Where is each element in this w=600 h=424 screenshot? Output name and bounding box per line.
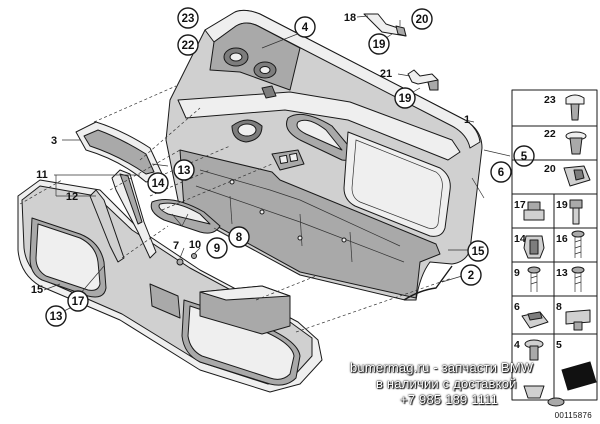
callout-2: 2: [460, 264, 482, 286]
callout-6: 6: [490, 161, 512, 183]
vertical-trim-strips: [89, 169, 157, 263]
callout-22: 22: [177, 34, 199, 56]
callout-9: 9: [206, 237, 228, 259]
callout-13b-label: 13: [50, 311, 63, 323]
callout-8: 8: [228, 226, 250, 248]
callout-13a-label: 13: [178, 165, 191, 177]
callout-19b-label: 19: [399, 93, 412, 105]
callout-10-label: 10: [189, 239, 201, 251]
clip-21: [407, 69, 439, 91]
grid-label-9: 9: [514, 267, 520, 279]
callout-12-label: 12: [66, 191, 78, 203]
door-inner-panel: [165, 9, 483, 301]
callout-15a-label: 15: [472, 246, 485, 258]
grid-label-22: 22: [544, 128, 556, 140]
diagram-number: 00115876: [554, 411, 592, 420]
grid-label-13: 13: [556, 267, 568, 279]
callout-4: 4: [294, 16, 316, 38]
callout-18-label: 18: [344, 12, 356, 24]
callout-5-label: 5: [521, 151, 528, 163]
grid-label-16: 16: [556, 233, 568, 245]
callout-15a: 15: [467, 240, 489, 262]
callout-19a: 19: [368, 33, 390, 55]
grid-label-14: 14: [514, 233, 526, 245]
callout-2-label: 2: [468, 270, 474, 282]
fastener-parts-grid: 23 22 20 17 19 14 16 9 13 6 8: [511, 89, 598, 407]
callout-8-label: 8: [236, 232, 243, 244]
callout-4-label: 4: [302, 22, 309, 34]
callout-23-label: 23: [182, 13, 195, 25]
callout-17-label: 17: [72, 296, 85, 308]
grid-label-20: 20: [544, 163, 556, 175]
grid-label-8: 8: [556, 301, 562, 313]
grid-label-17: 17: [514, 199, 526, 211]
lower-trim-panel: [17, 179, 323, 393]
grid-label-23: 23: [544, 94, 556, 106]
callout-20-label: 20: [416, 14, 429, 26]
watermark-line-1: bumermag.ru - запчасти BMW: [350, 360, 534, 375]
watermark-line-2: в наличии с доставкой: [376, 376, 517, 391]
watermark-line-3: +7 985 189 1111: [400, 392, 499, 407]
callout-14: 14: [147, 172, 169, 194]
callout-15b-label: 15: [31, 284, 43, 296]
callout-11-label: 11: [36, 169, 48, 181]
callout-21-label: 21: [380, 68, 392, 80]
grid-label-19: 19: [556, 199, 568, 211]
callout-9-label: 9: [214, 243, 220, 255]
callout-13a: 13: [173, 159, 195, 181]
callout-1-label: 1: [464, 114, 470, 126]
grid-label-4: 4: [514, 339, 520, 351]
callout-19b: 19: [394, 87, 416, 109]
bracket-18: [363, 13, 407, 37]
speaker-box: [199, 285, 291, 335]
callout-5: 5: [513, 145, 535, 167]
callout-markers: 23 22 4 18 20 19 21 19 1 3 5 6 13 11 14 …: [31, 7, 535, 327]
callout-22-label: 22: [182, 40, 195, 52]
callout-14-label: 14: [152, 178, 165, 190]
callout-6-label: 6: [498, 167, 504, 179]
grid-label-6: 6: [514, 301, 520, 313]
callout-7-label: 7: [173, 240, 179, 252]
callout-23: 23: [177, 7, 199, 29]
handle-cover: [150, 199, 221, 234]
callout-3-label: 3: [51, 135, 57, 147]
callout-20: 20: [411, 8, 433, 30]
callout-19a-label: 19: [373, 39, 386, 51]
small-pins: [176, 253, 197, 266]
callout-17: 17: [67, 290, 89, 312]
leader-lines: [19, 15, 511, 333]
grid-label-5: 5: [556, 339, 562, 351]
callout-13b: 13: [45, 305, 67, 327]
